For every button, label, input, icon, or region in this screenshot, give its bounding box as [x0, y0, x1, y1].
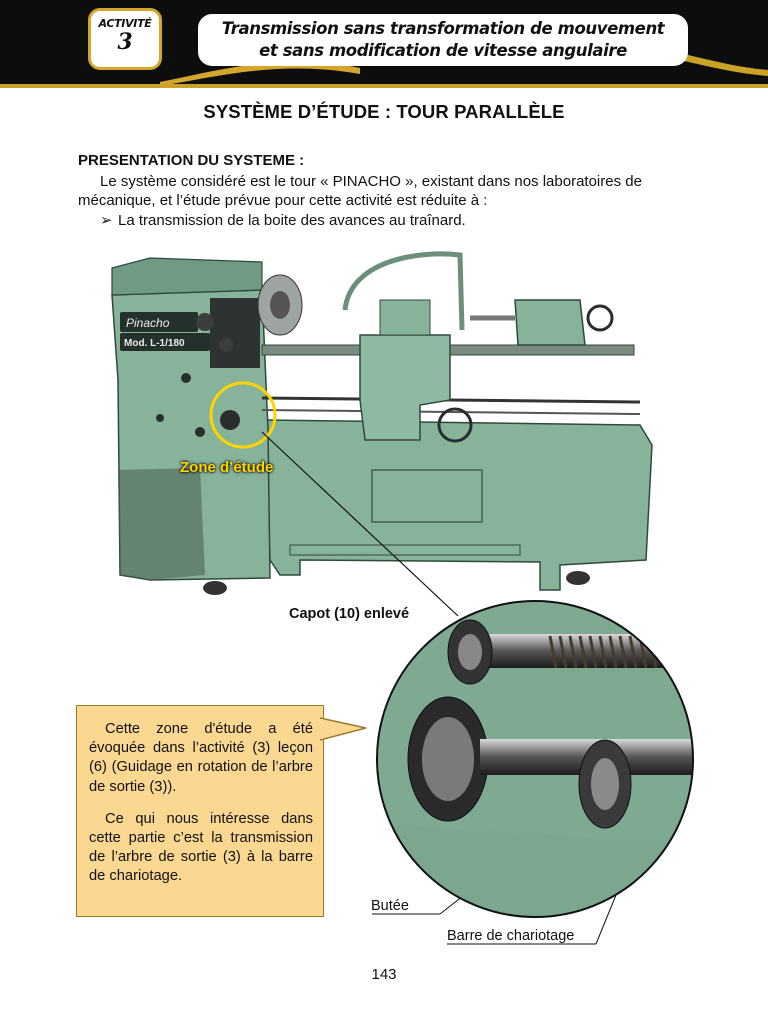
- page-title: SYSTÈME D’ÉTUDE : TOUR PARALLÈLE: [203, 101, 565, 122]
- capot-label: Capot (10) enlevé: [289, 606, 410, 622]
- barre-label: Barre de chariotage: [447, 928, 575, 944]
- tailstock: [514, 299, 586, 346]
- paragraph-line1: Le système considéré est le tour « PINAC…: [100, 173, 642, 190]
- badge-label: ACTIVITÉ: [98, 17, 152, 30]
- activity-title-line1: Transmission sans transformation de mouv…: [221, 19, 665, 38]
- spring: [548, 635, 668, 669]
- activity-title: Transmission sans transformation de mouv…: [198, 14, 688, 66]
- speed-table-plate: [210, 298, 260, 368]
- callout-paragraph1: Cette zone d'étude a été évoquée dans l’…: [89, 721, 313, 795]
- brand-plate: [120, 312, 198, 332]
- paragraph-line2: mécanique, et l’étude prévue pour cette …: [78, 192, 488, 209]
- handwheel: [437, 407, 473, 443]
- badge-number: 3: [117, 29, 133, 55]
- callout-box: Cette zone d'étude a été évoquée dans l’…: [76, 705, 324, 917]
- lathe-photo: Pinacho Mod. L-1/180: [111, 251, 653, 595]
- activity-badge: ACTIVITÉ 3: [88, 8, 162, 70]
- activity-title-line2: et sans modification de vitesse angulair…: [259, 41, 627, 60]
- section-paragraph: Le système considéré est le tour « PINAC…: [78, 172, 698, 210]
- section-heading: PRESENTATION DU SYSTEME :: [78, 152, 305, 169]
- detail-magnified-view: [376, 600, 694, 918]
- study-zone-circle: [209, 381, 277, 449]
- model-plate: [120, 333, 210, 351]
- feed-rod: [261, 409, 641, 415]
- butee-label: Butée: [371, 898, 409, 914]
- brand-plate-text: Pinacho: [126, 316, 170, 330]
- carriage: [359, 334, 451, 441]
- zone-label: Zone d’étude: [180, 459, 274, 476]
- arrow-bullet-icon: ➢: [100, 212, 113, 229]
- callout-pointer: [320, 717, 367, 741]
- page-number: 143: [371, 966, 397, 983]
- bullet-item: ➢ La transmission de la boite des avances…: [100, 211, 466, 229]
- model-plate-text: Mod. L-1/180: [124, 338, 185, 349]
- header-rule: [0, 84, 768, 88]
- lead-screw: [261, 396, 641, 404]
- bullet-text: La transmission de la boite des avances …: [118, 212, 466, 229]
- callout-paragraph2: Ce qui nous intéresse dans cette partie …: [89, 810, 313, 885]
